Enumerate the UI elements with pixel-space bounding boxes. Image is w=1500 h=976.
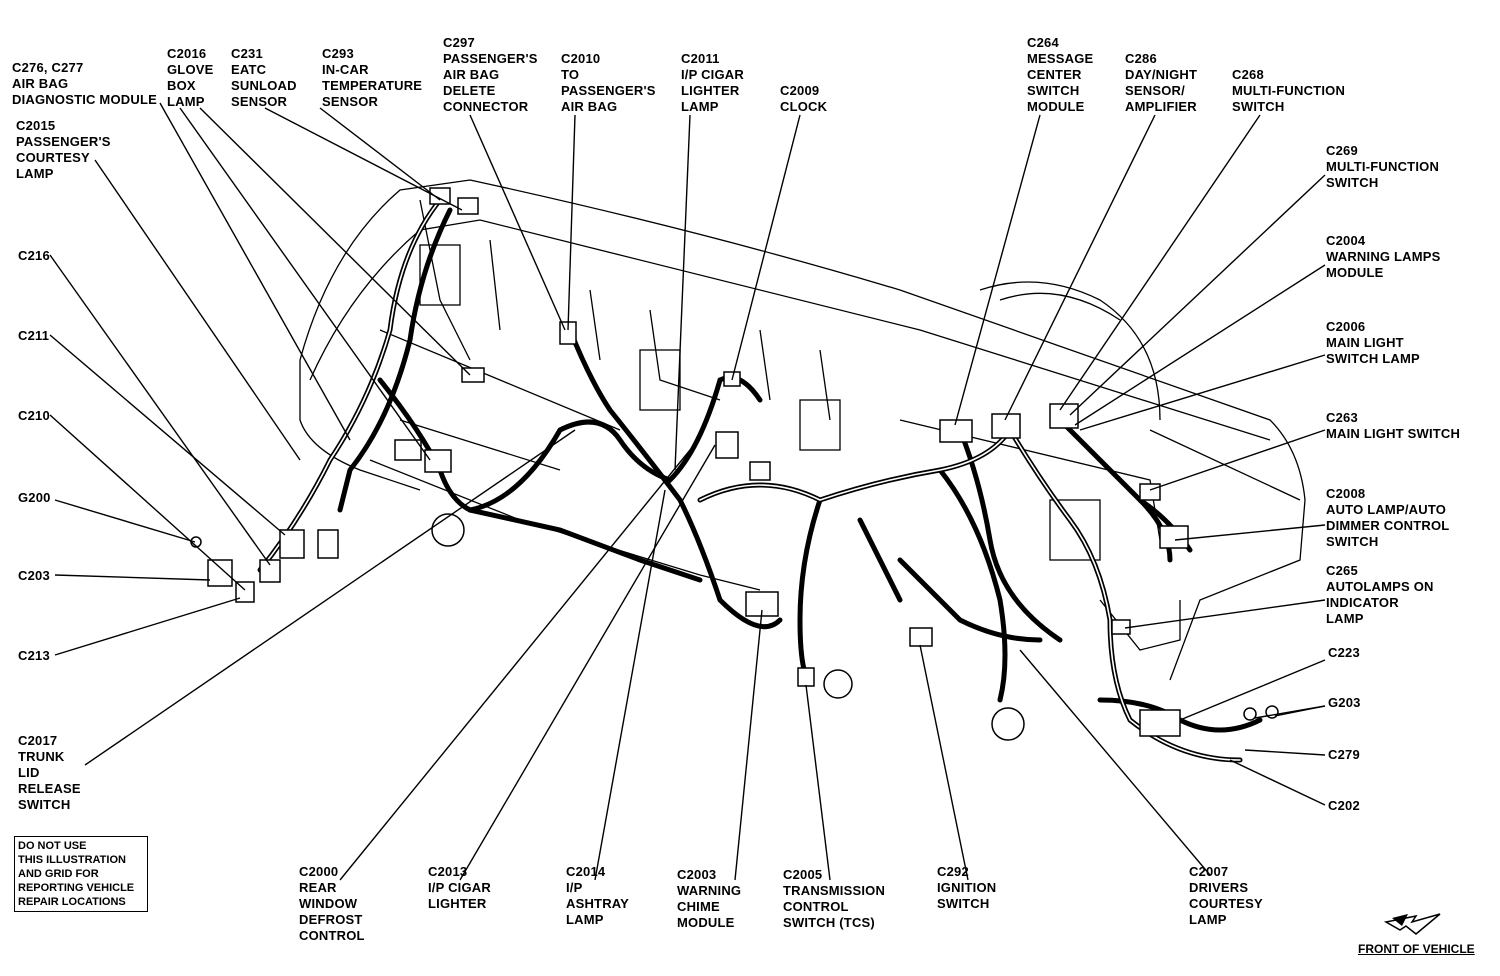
label-c2003: C2003 WARNING CHIME MODULE [677, 867, 742, 930]
label-c293: C293 IN-CAR TEMPERATURE SENSOR [322, 46, 423, 109]
connector-c268 [1049, 403, 1079, 429]
label-c2017: C2017 TRUNK LID RELEASE SWITCH [18, 733, 81, 812]
disclaimer-note: DO NOT USE THIS ILLUSTRATION AND GRID FO… [14, 836, 148, 912]
label-c2010: C2010 TO PASSENGER'S AIR BAG [561, 51, 656, 114]
tcs-knob [823, 669, 853, 699]
label-c265: C265 AUTOLAMPS ON INDICATOR LAMP [1326, 563, 1434, 626]
connector-c2006 [1139, 483, 1161, 501]
label-c2005: C2005 TRANSMISSION CONTROL SWITCH (TCS) [783, 867, 886, 930]
label-c2013: C2013 I/P CIGAR LIGHTER [428, 864, 491, 911]
connector-c2011 [715, 431, 739, 459]
connector-c210 [317, 529, 339, 559]
connector-c213 [235, 581, 255, 603]
label-c286: C286 DAY/NIGHT SENSOR/ AMPLIFIER [1125, 51, 1198, 114]
leader-lines [49, 102, 1326, 881]
front-arrow-icon [1383, 913, 1441, 935]
label-c2014: C2014 I/P ASHTRAY LAMP [566, 864, 630, 927]
connector-c2016 [461, 367, 485, 383]
label-c276-c277: C276, C277 AIR BAG DIAGNOSTIC MODULE [12, 60, 157, 107]
defrost-knob [431, 513, 465, 547]
label-c263: C263 MAIN LIGHT SWITCH [1326, 410, 1461, 441]
label-c2015: C2015 PASSENGER'S COURTESY LAMP [16, 118, 111, 181]
label-c279: C279 [1328, 747, 1360, 762]
connector-c223 [1139, 709, 1181, 737]
connector-c293 [429, 187, 451, 205]
connector-c231 [457, 197, 479, 215]
connector-c276 [424, 449, 452, 473]
label-c264: C264 MESSAGE CENTER SWITCH MODULE [1027, 35, 1094, 114]
label-c210: C210 [18, 408, 50, 423]
connector-c2005 [797, 667, 815, 687]
connectors [190, 187, 1279, 741]
instrument-panel-outline [299, 179, 1306, 681]
label-c297: C297 PASSENGER'S AIR BAG DELETE CONNECTO… [443, 35, 538, 114]
label-c2000: C2000 REAR WINDOW DEFROST CONTROL [299, 864, 365, 943]
label-c268: C268 MULTI-FUNCTION SWITCH [1232, 67, 1346, 114]
connector-c292 [909, 627, 933, 647]
label-g203: G203 [1328, 695, 1361, 710]
courtesy-lamp-bulb [991, 707, 1025, 741]
connector-c2015 [394, 439, 422, 461]
connector-c2014 [749, 461, 771, 481]
label-c211: C211 [18, 328, 50, 343]
connector-c203 [207, 559, 233, 587]
label-c231: C231 EATC SUNLOAD SENSOR [231, 46, 297, 109]
connector-c216 [259, 559, 281, 583]
label-c203: C203 [18, 568, 50, 583]
label-c216: C216 [18, 248, 50, 263]
label-c2007: C2007 DRIVERS COURTESY LAMP [1189, 864, 1263, 927]
front-of-vehicle-label: FRONT OF VEHICLE [1358, 942, 1475, 956]
label-c2011: C2011 I/P CIGAR LIGHTER LAMP [681, 51, 744, 114]
label-c223: C223 [1328, 645, 1360, 660]
connector-c2008 [1159, 525, 1189, 549]
label-c2008: C2008 AUTO LAMP/AUTO DIMMER CONTROL SWIT… [1326, 486, 1450, 549]
label-c2004: C2004 WARNING LAMPS MODULE [1326, 233, 1441, 280]
connector-g203 [1243, 707, 1257, 721]
wiring-harness-inner [259, 199, 1241, 761]
label-c202: C202 [1328, 798, 1360, 813]
label-c2016: C2016 GLOVE BOX LAMP [167, 46, 214, 109]
label-c269: C269 MULTI-FUNCTION SWITCH [1326, 143, 1440, 190]
label-c2009: C2009 CLOCK [780, 83, 828, 114]
label-c292: C292 IGNITION SWITCH [937, 864, 997, 911]
label-c2006: C2006 MAIN LIGHT SWITCH LAMP [1326, 319, 1420, 366]
label-c213: C213 [18, 648, 50, 663]
label-g200: G200 [18, 490, 51, 505]
